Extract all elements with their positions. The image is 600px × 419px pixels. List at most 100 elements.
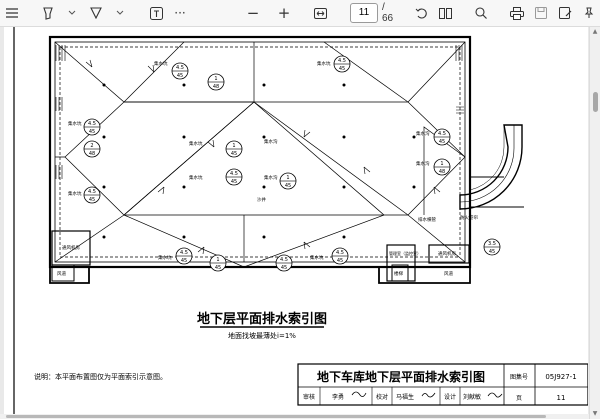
fan-room-label: 风道 (57, 270, 66, 277)
svg-text:4.5: 4.5 (88, 121, 96, 127)
svg-text:4.5: 4.5 (230, 171, 238, 177)
svg-text:1: 1 (214, 76, 217, 82)
check-label: 校对 (376, 393, 388, 401)
check-name: 马福生 (396, 393, 414, 401)
svg-text:集水坑: 集水坑 (68, 190, 82, 197)
svg-text:45: 45 (231, 179, 237, 185)
title-block-title: 地下车库地下层平面排水索引图 (317, 369, 485, 384)
svg-text:4.5: 4.5 (88, 189, 96, 195)
callout-16: 4.545 (331, 247, 349, 265)
svg-text:45: 45 (89, 197, 95, 203)
scroll-up-icon[interactable]: ▲ (592, 28, 598, 35)
horizontal-scroll-thumb[interactable] (6, 415, 546, 418)
callout-12: 3.545 (483, 238, 501, 256)
svg-text:4.5: 4.5 (336, 250, 344, 256)
fit-page-icon[interactable] (311, 3, 329, 23)
svg-text:集水坑: 集水坑 (158, 254, 172, 261)
text-box-icon[interactable] (147, 3, 165, 23)
callout-4: 4.545 (83, 118, 101, 136)
vertical-scrollbar[interactable]: ▲ ▼ (589, 27, 600, 419)
atlas-label: 图集号 (510, 373, 528, 381)
floor-plan-drawing: 4.545 148 4.545 4.545 248 145 4.545 145 … (13, 27, 589, 419)
design-name: 刘献敏 (463, 393, 481, 401)
room-b-label: 风道 (444, 270, 453, 277)
chevron-down-icon[interactable] (63, 3, 81, 23)
save-icon[interactable] (532, 3, 550, 23)
callout-bottom: 45 (177, 73, 183, 79)
slope-lines (54, 41, 466, 268)
page-number-input[interactable] (350, 3, 378, 23)
svg-text:1: 1 (286, 175, 289, 181)
callout-15: 4.545 (275, 254, 293, 272)
chevron-down-icon[interactable] (111, 3, 129, 23)
smoke-label: 排水横管 (418, 216, 436, 223)
zoom-in-button[interactable]: + (277, 4, 291, 22)
callout-8: 145 (279, 172, 297, 190)
design-label: 设计 (444, 393, 456, 401)
page-total: / 66 (382, 2, 394, 24)
svg-text:4.5: 4.5 (438, 131, 446, 137)
save-as-icon[interactable] (556, 3, 574, 23)
svg-text:集水沟: 集水沟 (264, 174, 278, 181)
callout-9: 4.545 (83, 186, 101, 204)
svg-text:4.5: 4.5 (180, 250, 188, 256)
scroll-down-icon[interactable]: ▼ (592, 410, 598, 417)
search-icon[interactable] (472, 3, 490, 23)
svg-text:集水坑: 集水坑 (189, 140, 203, 147)
svg-text:集水沟: 集水沟 (416, 130, 430, 137)
callout-5: 248 (83, 140, 101, 158)
drawing-note: 说明：本平面布置图仅为平面索引示意图。 (34, 372, 167, 381)
more-icon[interactable]: ··· (174, 6, 186, 20)
rotate-icon[interactable] (412, 3, 430, 23)
callout-6: 145 (225, 140, 243, 158)
drain-trenches (59, 46, 461, 258)
svg-text:45: 45 (285, 183, 291, 189)
svg-text:45: 45 (489, 249, 495, 255)
menu-icon[interactable] (3, 3, 21, 23)
draw-icon[interactable] (87, 3, 105, 23)
drain-label: 集水坑 (154, 60, 168, 67)
pdf-toolbar: ··· − + / 66 (0, 0, 600, 27)
review-label: 审核 (303, 393, 315, 401)
svg-text:集水坑: 集水坑 (68, 120, 82, 127)
drain-b-label: 集水沟 (264, 138, 278, 145)
review-name: 李勇 (332, 393, 344, 401)
page-number: 11 (557, 394, 566, 402)
plan-subtitle: 地面找坡最薄处i=1% (228, 331, 296, 340)
svg-text:45: 45 (181, 258, 187, 264)
svg-text:3.5: 3.5 (488, 241, 496, 247)
building-outline (48, 35, 472, 284)
highlight-icon[interactable] (39, 3, 57, 23)
callout-10: 4.545 (433, 128, 451, 146)
vertical-scroll-thumb[interactable] (593, 92, 598, 112)
check-signature (421, 392, 436, 398)
pin-icon[interactable] (580, 3, 598, 23)
svg-text:集水坑: 集水坑 (310, 254, 324, 261)
svg-text:2: 2 (90, 143, 93, 149)
svg-text:45: 45 (215, 265, 221, 271)
callout-14: 145 (209, 254, 227, 272)
stair-symbols (55, 45, 464, 179)
vent-label-left: 通风机房 (62, 244, 80, 251)
svg-text:4.5: 4.5 (338, 58, 346, 64)
print-icon[interactable] (508, 3, 526, 23)
flow-arrows (85, 59, 441, 255)
svg-text:集水坑: 集水坑 (189, 174, 203, 181)
horizontal-scrollbar[interactable] (0, 414, 590, 419)
zoom-out-button[interactable]: − (246, 4, 260, 22)
svg-text:45: 45 (439, 139, 445, 145)
callout-2: 148 (207, 73, 225, 91)
pump-room-label: 管理室（监控室） (389, 250, 421, 256)
vent-label: 通风机房 (438, 250, 456, 257)
room-a-label: 楼梯 (394, 270, 403, 277)
svg-text:48: 48 (213, 84, 219, 90)
svg-text:45: 45 (339, 66, 345, 72)
svg-text:45: 45 (337, 258, 343, 264)
two-page-icon[interactable] (436, 3, 454, 23)
callout-1: 4.545 (171, 62, 189, 80)
review-signature (351, 391, 367, 397)
svg-text:48: 48 (439, 169, 445, 175)
svg-text:集水沟: 集水沟 (416, 160, 430, 167)
